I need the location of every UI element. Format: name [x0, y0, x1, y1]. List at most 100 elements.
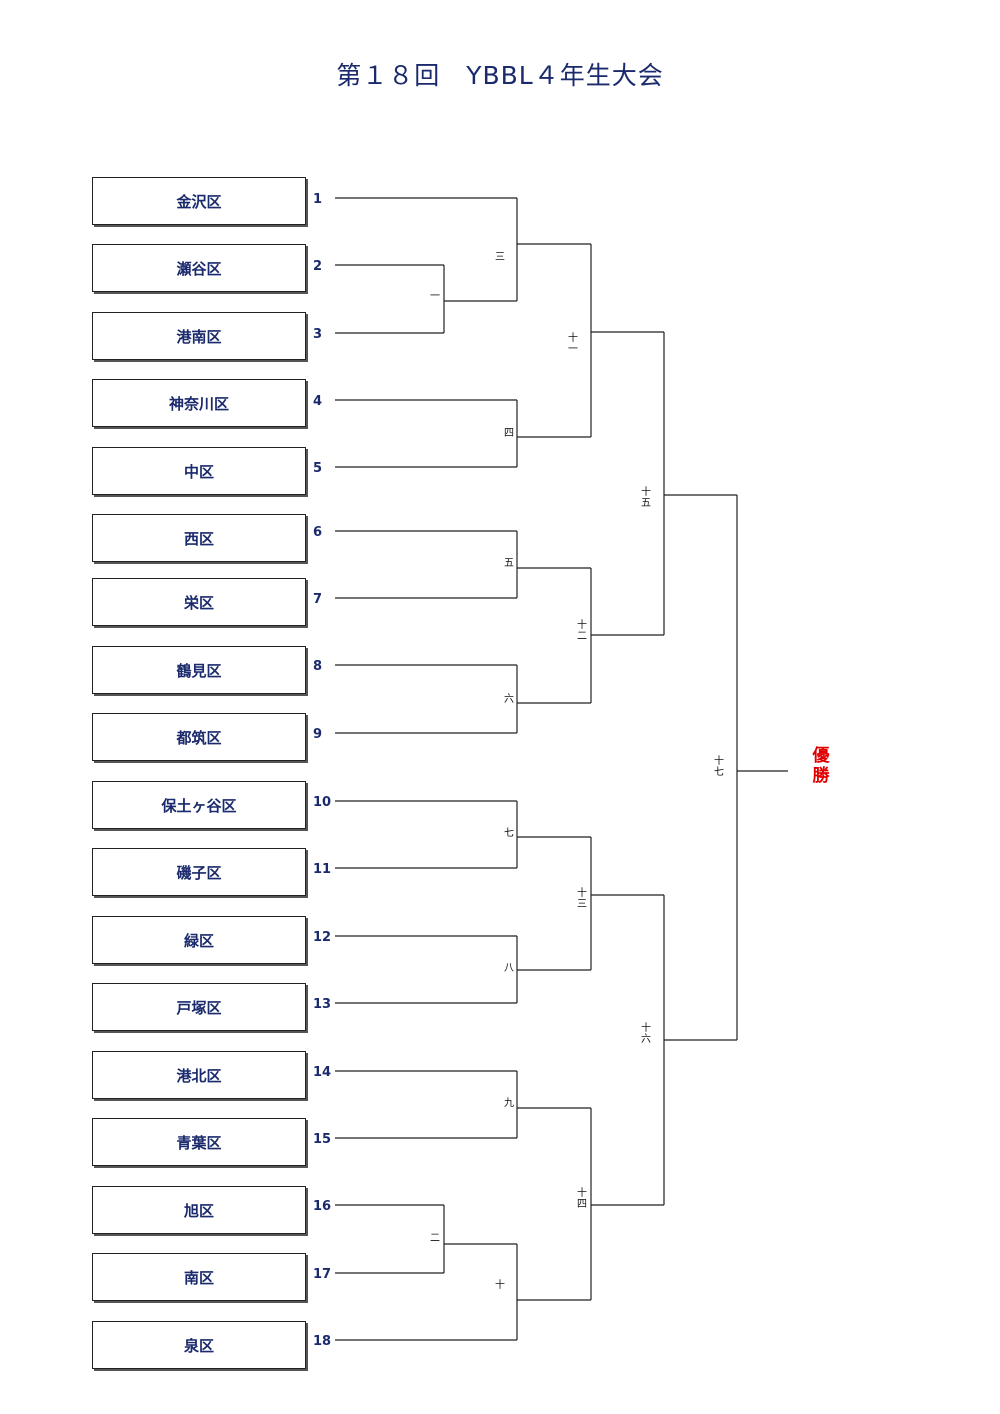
team-name: 港北区: [176, 1066, 222, 1085]
match-label-char: 四: [504, 428, 514, 439]
match-label-char: 六: [504, 694, 514, 705]
team-name: 鶴見区: [176, 661, 222, 680]
match-label-char: 三: [495, 252, 505, 263]
seed-number: 3: [313, 327, 323, 342]
match-label-char: 五: [641, 498, 651, 509]
seed-number: 17: [313, 1267, 332, 1282]
match-number-label: 一: [428, 291, 442, 302]
champion-char: 勝: [812, 766, 830, 786]
match-label-char: 一: [568, 344, 578, 355]
match-number-label: 十七: [712, 756, 726, 778]
team-box: 神奈川区: [92, 379, 306, 427]
seed-number: 10: [313, 795, 332, 810]
champion-label: 優勝: [810, 746, 832, 786]
match-number-label: 十一: [566, 333, 580, 355]
team-name: 戸塚区: [176, 998, 222, 1017]
team-name: 保土ヶ谷区: [161, 796, 237, 815]
match-label-char: 七: [504, 828, 514, 839]
match-label-char: 二: [577, 631, 587, 642]
team-box: 磯子区: [92, 848, 306, 896]
match-number-label: 十六: [639, 1023, 653, 1045]
seed-number: 6: [313, 525, 323, 540]
team-box: 南区: [92, 1253, 306, 1301]
match-number-label: 十: [493, 1280, 507, 1291]
match-number-label: 十五: [639, 487, 653, 509]
seed-number: 2: [313, 259, 323, 274]
match-label-char: 十: [577, 620, 587, 631]
match-label-char: 五: [504, 558, 514, 569]
seed-number: 11: [313, 862, 332, 877]
team-name: 青葉区: [176, 1133, 222, 1152]
match-label-char: 十: [577, 1188, 587, 1199]
team-box: 都筑区: [92, 713, 306, 761]
match-number-label: 八: [502, 963, 516, 974]
team-box: 青葉区: [92, 1118, 306, 1166]
match-label-char: 三: [577, 899, 587, 910]
seed-number: 9: [313, 727, 323, 742]
match-number-label: 七: [502, 828, 516, 839]
match-label-char: 十: [641, 1023, 651, 1034]
seed-number: 15: [313, 1132, 332, 1147]
team-name: 神奈川区: [168, 394, 229, 413]
team-box: 旭区: [92, 1186, 306, 1234]
team-name: 泉区: [183, 1336, 214, 1355]
team-box: 緑区: [92, 916, 306, 964]
seed-number: 5: [313, 461, 323, 476]
team-box: 泉区: [92, 1321, 306, 1369]
team-box: 港北区: [92, 1051, 306, 1099]
match-label-char: 二: [430, 1233, 440, 1244]
match-number-label: 三: [493, 252, 507, 263]
match-label-char: 九: [504, 1098, 514, 1109]
seed-number: 8: [313, 659, 323, 674]
match-number-label: 十三: [575, 888, 589, 910]
team-box: 港南区: [92, 312, 306, 360]
seed-number: 18: [313, 1334, 332, 1349]
match-label-char: 十: [641, 487, 651, 498]
match-number-label: 五: [502, 558, 516, 569]
team-name: 栄区: [183, 593, 214, 612]
seed-number: 7: [313, 592, 323, 607]
team-name: 中区: [183, 462, 214, 481]
match-label-char: 八: [504, 963, 514, 974]
team-box: 戸塚区: [92, 983, 306, 1031]
seed-number: 13: [313, 997, 332, 1012]
team-box: 中区: [92, 447, 306, 495]
team-box: 栄区: [92, 578, 306, 626]
match-label-char: 十: [568, 333, 578, 344]
match-number-label: 十四: [575, 1188, 589, 1210]
seed-number: 1: [313, 192, 323, 207]
match-number-label: 二: [428, 1233, 442, 1244]
team-name: 磯子区: [176, 863, 222, 882]
team-box: 金沢区: [92, 177, 306, 225]
match-number-label: 十二: [575, 620, 589, 642]
team-name: 緑区: [183, 931, 214, 950]
team-box: 西区: [92, 514, 306, 562]
match-label-char: 十: [714, 756, 724, 767]
match-label-char: 七: [714, 767, 724, 778]
match-number-label: 九: [502, 1098, 516, 1109]
match-number-label: 四: [502, 428, 516, 439]
seed-number: 12: [313, 930, 332, 945]
match-label-char: 四: [577, 1199, 587, 1210]
match-label-char: 十: [577, 888, 587, 899]
team-name: 都筑区: [176, 728, 222, 747]
team-name: 旭区: [183, 1201, 214, 1220]
team-name: 南区: [183, 1268, 214, 1287]
page-title: 第１８回 YBBL４年生大会: [336, 61, 664, 90]
champion-char: 優: [812, 746, 830, 766]
match-label-char: 六: [641, 1034, 651, 1045]
match-label-char: 十: [495, 1280, 505, 1291]
seed-number: 14: [313, 1065, 332, 1080]
seed-number: 4: [313, 394, 323, 409]
team-box: 鶴見区: [92, 646, 306, 694]
match-number-label: 六: [502, 694, 516, 705]
team-box: 保土ヶ谷区: [92, 781, 306, 829]
team-box: 瀬谷区: [92, 244, 306, 292]
team-name: 港南区: [176, 327, 222, 346]
team-name: 西区: [183, 529, 214, 548]
team-name: 金沢区: [176, 192, 222, 211]
match-label-char: 一: [430, 291, 440, 302]
seed-number: 16: [313, 1199, 332, 1214]
team-name: 瀬谷区: [176, 259, 222, 278]
